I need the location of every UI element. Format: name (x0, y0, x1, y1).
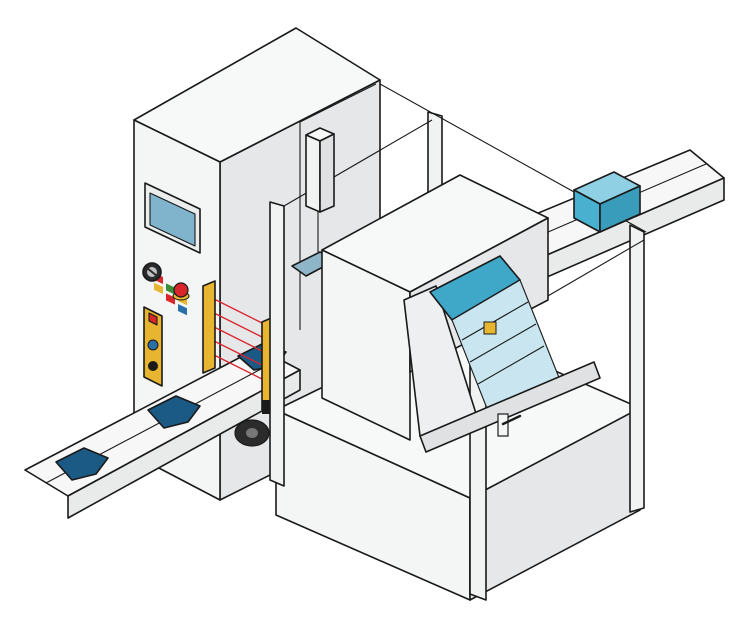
tilting-packer (321, 174, 601, 453)
pushbutton-station-icon (143, 306, 163, 387)
door-handle-icon (497, 413, 522, 437)
hmi-tile-green (166, 283, 175, 295)
packer-front (321, 249, 411, 441)
frame-post (629, 224, 645, 513)
product-pouch (147, 395, 201, 429)
hmi-tile-yellow-2 (154, 282, 163, 295)
carton-icon (573, 171, 641, 233)
light-curtain-emitter (202, 280, 216, 374)
hmi-touch-panel (144, 182, 201, 316)
e-stop-icon (172, 282, 190, 301)
key-switch-icon (142, 262, 162, 282)
door-sensor-icon (483, 321, 497, 335)
cabinet-side-edge (299, 83, 377, 123)
hmi-tile-blue (178, 304, 187, 316)
carton-dividers (461, 301, 545, 385)
infeed-conveyor-front (67, 369, 301, 519)
laser-beams (211, 297, 269, 383)
frame-post (269, 201, 285, 487)
hmi-tile-red-2 (166, 293, 175, 305)
hmi-screen (149, 192, 196, 247)
magazine-base (419, 361, 601, 453)
product-pouch (55, 447, 109, 481)
